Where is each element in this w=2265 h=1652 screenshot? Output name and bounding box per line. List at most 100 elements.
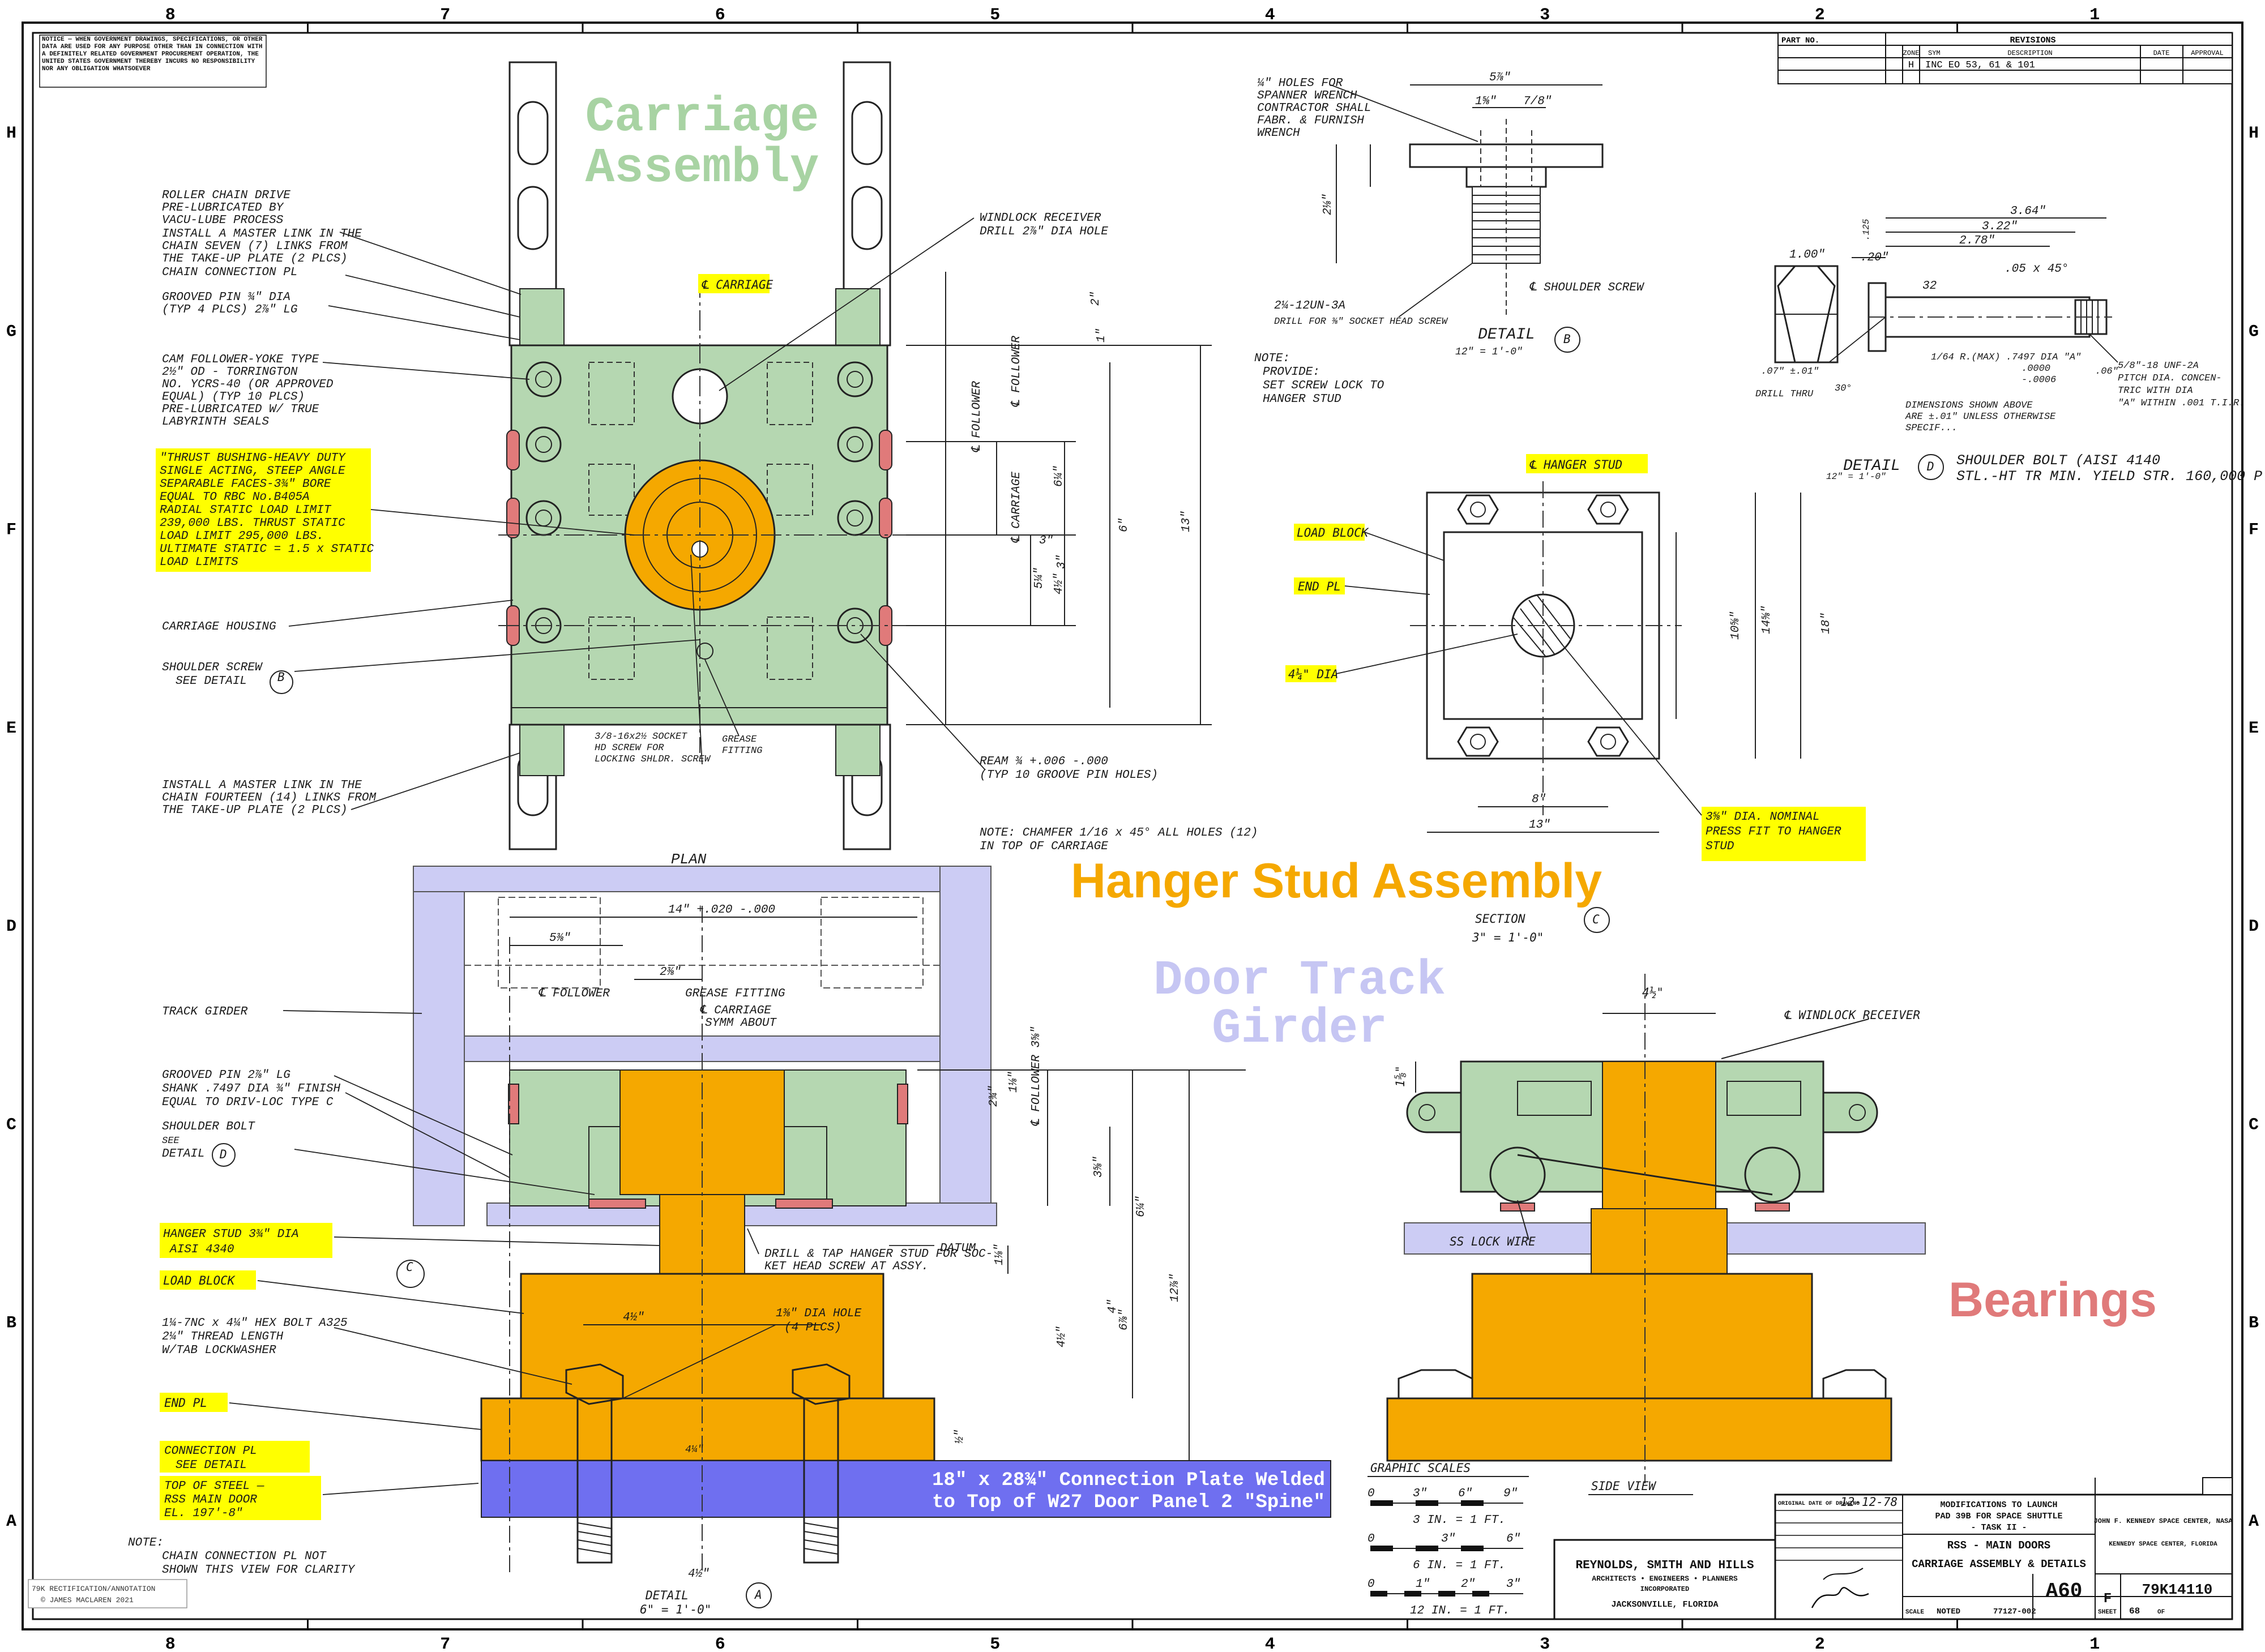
svg-text:SYMM ABOUT: SYMM ABOUT <box>705 1017 777 1030</box>
svg-text:DIMENSIONS SHOWN ABOVE: DIMENSIONS SHOWN ABOVE <box>1905 400 2033 411</box>
svg-text:SHOULDER BOLT: SHOULDER BOLT <box>162 1120 255 1133</box>
zone-column-label: 7 <box>440 6 450 25</box>
svg-text:ARCHITECTS • ENGINEERS • PLANN: ARCHITECTS • ENGINEERS • PLANNERS <box>1592 1574 1738 1583</box>
svg-text:2¾": 2¾" <box>988 1085 1001 1107</box>
svg-text:¼" HOLES FOR: ¼" HOLES FOR <box>1257 77 1343 90</box>
svg-text:NOTE: CHAMFER 1/16 x 45° ALL H: NOTE: CHAMFER 1/16 x 45° ALL HOLES (12) <box>980 827 1258 840</box>
svg-text:4½": 4½" <box>623 1311 644 1324</box>
svg-text:.0000: .0000 <box>2022 363 2050 374</box>
svg-text:℄ FOLLOWER: ℄ FOLLOWER <box>538 987 610 1000</box>
side-view-title: SIDE VIEW <box>1591 1479 1657 1493</box>
svg-text:1¼-7NC x 4¼" HEX BOLT A325: 1¼-7NC x 4¼" HEX BOLT A325 <box>162 1317 348 1330</box>
svg-text:CHAIN SEVEN (7) LINKS FROM: CHAIN SEVEN (7) LINKS FROM <box>162 240 348 253</box>
svg-text:0: 0 <box>1367 1578 1375 1591</box>
svg-text:2⅛": 2⅛" <box>1322 194 1335 215</box>
svg-text:2¼-12UN-3A: 2¼-12UN-3A <box>1274 299 1345 313</box>
svg-text:ARE ±.01" UNLESS OTHERWISE: ARE ±.01" UNLESS OTHERWISE <box>1905 412 2056 422</box>
sc-dia: 4¼" DIA <box>1288 667 1339 681</box>
section-c: 8" 13" 10⅝" 14⅝" 18" ℄ HANGER STUD LOAD … <box>1285 454 1866 944</box>
svg-text:77127-002: 77127-002 <box>1993 1607 2036 1616</box>
zone-column-label: 4 <box>1265 1635 1275 1652</box>
zone-column-label: 2 <box>1815 6 1825 25</box>
svg-text:STL.-HT TR MIN. YIELD STR. 160: STL.-HT TR MIN. YIELD STR. 160,000 P.S.I… <box>1956 468 2265 485</box>
svg-text:5⅞": 5⅞" <box>1489 71 1511 84</box>
svg-text:AISI 4340: AISI 4340 <box>169 1243 234 1256</box>
rev-header-date: DATE <box>2153 49 2170 57</box>
svg-text:SS LOCK WIRE: SS LOCK WIRE <box>1450 1235 1536 1248</box>
connection-plate <box>481 1460 1331 1518</box>
svg-text:1": 1" <box>1095 328 1108 343</box>
svg-text:LOAD LIMITS: LOAD LIMITS <box>160 556 238 569</box>
svg-text:12⅞": 12⅞" <box>1169 1274 1182 1302</box>
zone-column-label: 5 <box>990 1635 1000 1652</box>
svg-text:ROLLER CHAIN DRIVE: ROLLER CHAIN DRIVE <box>162 189 290 202</box>
svg-text:B: B <box>277 670 285 684</box>
svg-text:WINDLOCK RECEIVER: WINDLOCK RECEIVER <box>980 212 1101 225</box>
svg-text:5/8"-18 UNF-2A: 5/8"-18 UNF-2A <box>2118 361 2199 371</box>
svg-text:MODIFICATIONS TO LAUNCH: MODIFICATIONS TO LAUNCH <box>1940 1500 2057 1510</box>
part-no-label: PART NO. <box>1781 36 1819 45</box>
carriage-housing-label: CARRIAGE HOUSING <box>162 620 276 634</box>
svg-text:LABYRINTH SEALS: LABYRINTH SEALS <box>162 416 269 429</box>
svg-text:5⅜": 5⅜" <box>549 932 571 945</box>
sheet-id: A60 <box>2046 1580 2083 1603</box>
svg-text:C: C <box>406 1260 413 1274</box>
hanger-stud-assembly-label: Hanger Stud Assembly <box>1071 854 1602 908</box>
svg-text:3.22": 3.22" <box>1982 220 2018 233</box>
side-view: 4½" 1⅝" ℄ WINDLOCK RECEIVER SS LOCK WIRE… <box>1386 974 1926 1495</box>
svg-text:0: 0 <box>1367 1487 1375 1500</box>
revisions-title: REVISIONS <box>2010 36 2055 45</box>
track-girder-label: TRACK GIRDER <box>162 1005 248 1018</box>
svg-text:ORIGINAL DATE OF DRAWING: ORIGINAL DATE OF DRAWING <box>1778 1501 1860 1507</box>
svg-text:CHAIN CONNECTION PL: CHAIN CONNECTION PL <box>162 266 297 279</box>
svg-text:FABR. & FURNISH: FABR. & FURNISH <box>1257 114 1364 127</box>
svg-text:8": 8" <box>1532 793 1546 806</box>
svg-text:DRILL THRU: DRILL THRU <box>1755 389 1814 400</box>
thrust-bushing-note: "THRUST BUSHING-HEAVY DUTY SINGLE ACTING… <box>160 452 374 569</box>
revisions-block: PART NO. REVISIONS ZONE SYM DESCRIPTION … <box>1777 32 2233 84</box>
svg-text:1/64 R.(MAX) .7497 DIA "A": 1/64 R.(MAX) .7497 DIA "A" <box>1931 352 2081 363</box>
svg-text:6": 6" <box>1506 1533 1520 1546</box>
zone-column-label: 3 <box>1540 6 1550 25</box>
svg-text:1": 1" <box>1416 1578 1430 1591</box>
svg-text:to Top of W27 Door Panel 2 "Sp: to Top of W27 Door Panel 2 "Spine" <box>932 1492 1325 1513</box>
zone-column-label: 1 <box>2089 6 2100 25</box>
svg-text:2": 2" <box>1461 1578 1475 1591</box>
svg-text:(TYP 4 PLCS) 2⅞" LG: (TYP 4 PLCS) 2⅞" LG <box>162 303 298 316</box>
svg-text:6¼": 6¼" <box>1135 1196 1148 1217</box>
zone-row-label: C <box>2249 1115 2259 1135</box>
svg-text:LOCKING SHLDR. SCREW: LOCKING SHLDR. SCREW <box>595 754 711 765</box>
svg-text:.20": .20" <box>1860 251 1888 264</box>
svg-text:LOAD LIMIT 295,000 LBS.: LOAD LIMIT 295,000 LBS. <box>160 530 324 543</box>
svg-text:DRILL FOR ⅜" SOCKET HEAD SCREW: DRILL FOR ⅜" SOCKET HEAD SCREW <box>1274 316 1448 327</box>
elevation-view: 18" x 28¾" Connection Plate Welded to To… <box>128 866 1331 1616</box>
svg-text:A: A <box>754 1588 762 1602</box>
svg-text:½": ½" <box>954 1430 967 1444</box>
svg-text:THE TAKE-UP PLATE (2 PLCS): THE TAKE-UP PLATE (2 PLCS) <box>162 252 348 266</box>
svg-text:SET SCREW LOCK TO: SET SCREW LOCK TO <box>1263 379 1384 392</box>
svg-text:SHANK .7497 DIA ¾" FINISH: SHANK .7497 DIA ¾" FINISH <box>162 1082 340 1095</box>
carriage-assembly-label: Carriage Assembly <box>586 89 819 196</box>
svg-text:NOTE:: NOTE: <box>128 1537 164 1550</box>
svg-text:F: F <box>2104 1591 2112 1607</box>
plan-title: PLAN <box>671 851 707 868</box>
svg-text:KENNEDY SPACE CENTER, FLORIDA: KENNEDY SPACE CENTER, FLORIDA <box>2109 1541 2217 1548</box>
svg-text:18": 18" <box>1820 613 1833 634</box>
sc-load-block: LOAD BLOCK <box>1297 526 1369 540</box>
detail-b-title: DETAIL <box>1478 326 1535 344</box>
svg-text:B: B <box>1563 332 1571 346</box>
svg-text:12" = 1'-0": 12" = 1'-0" <box>1455 346 1523 358</box>
svg-text:℄ WINDLOCK RECEIVER: ℄ WINDLOCK RECEIVER <box>1784 1008 1920 1022</box>
svg-text:0: 0 <box>1367 1533 1375 1546</box>
zone-column-label: 8 <box>165 6 176 25</box>
zone-column-label: 2 <box>1815 1635 1825 1652</box>
drawing-title: RSS - MAIN DOORS <box>1947 1539 2050 1552</box>
zone-column-label: 7 <box>440 1635 450 1652</box>
svg-text:3": 3" <box>1441 1533 1455 1546</box>
svg-text:CAM FOLLOWER-YOKE TYPE: CAM FOLLOWER-YOKE TYPE <box>162 353 319 366</box>
svg-text:4½": 4½" <box>688 1568 710 1581</box>
svg-text:1⅛": 1⅛" <box>993 1244 1006 1265</box>
svg-text:4¼": 4¼" <box>685 1444 703 1456</box>
svg-text:INSTALL A MASTER LINK IN THE: INSTALL A MASTER LINK IN THE <box>162 228 362 241</box>
